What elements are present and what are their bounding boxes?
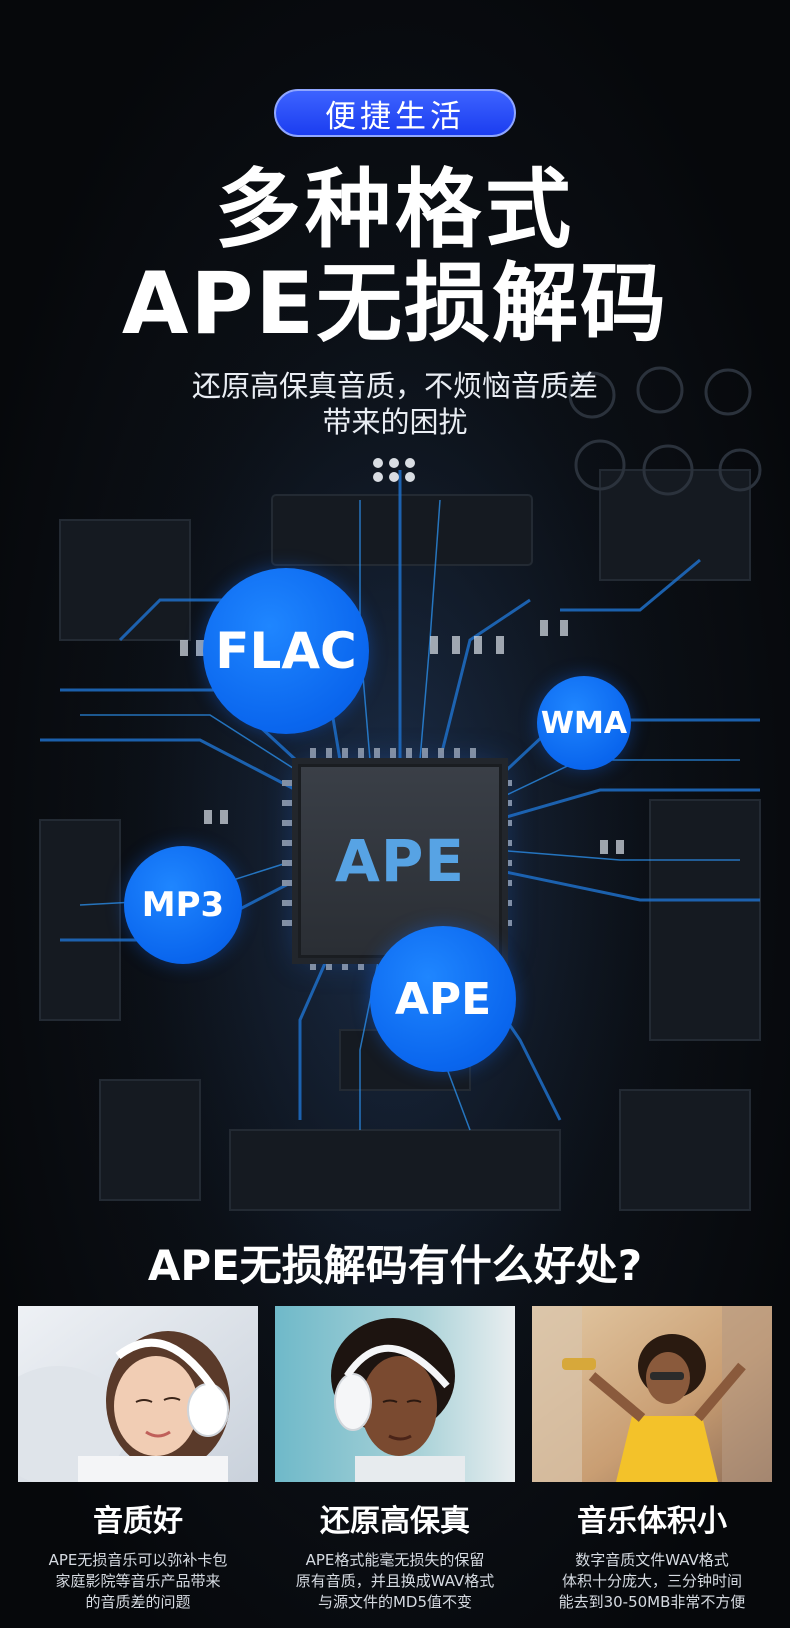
benefit-card: 音乐体积小 数字音质文件WAV格式 体积十分庞大，三分钟时间 能去到30-50M… (532, 1306, 772, 1613)
format-bubble-flac: FLAC (203, 568, 369, 734)
processor-chip: APE (298, 764, 502, 958)
benefit-description: APE无损音乐可以弥补卡包 家庭影院等音乐产品带来 的音质差的问题 (48, 1551, 228, 1611)
format-bubble-ape: APE (370, 926, 516, 1072)
headline-line-2: APE无损解码 (121, 254, 669, 354)
benefit-card: 音质好 APE无损音乐可以弥补卡包 家庭影院等音乐产品带来 的音质差的问题 (18, 1306, 258, 1613)
benefit-description: APE格式能毫无损失的保留 原有音质，并且换成WAV格式 与源文件的MD5值不变 (295, 1551, 495, 1611)
benefit-description: 数字音质文件WAV格式 体积十分庞大，三分钟时间 能去到30-50MB非常不方便 (558, 1551, 746, 1611)
woman-headphones-photo (18, 1306, 258, 1482)
benefits-heading: APE无损解码有什么好处? (147, 1241, 643, 1290)
format-bubble-wma: WMA (537, 676, 631, 770)
dots-decoration-icon (373, 458, 417, 482)
category-pill: 便捷生活 (274, 89, 516, 137)
subtitle-line-1: 还原高保真音质，不烦恼音质差 (191, 369, 598, 403)
woman-dancing-photo (532, 1306, 772, 1482)
chip-label: APE (334, 827, 466, 895)
benefit-title: 还原高保真 (320, 1504, 470, 1539)
benefit-title: 音质好 (93, 1504, 183, 1539)
headline-line-1: 多种格式 (215, 160, 575, 260)
benefit-card: 还原高保真 APE格式能毫无损失的保留 原有音质，并且换成WAV格式 与源文件的… (275, 1306, 515, 1613)
format-bubble-mp3: MP3 (124, 846, 242, 964)
woman-headphones-photo (275, 1306, 515, 1482)
benefit-title: 音乐体积小 (577, 1504, 727, 1539)
subtitle-line-2: 带来的困扰 (322, 405, 468, 439)
